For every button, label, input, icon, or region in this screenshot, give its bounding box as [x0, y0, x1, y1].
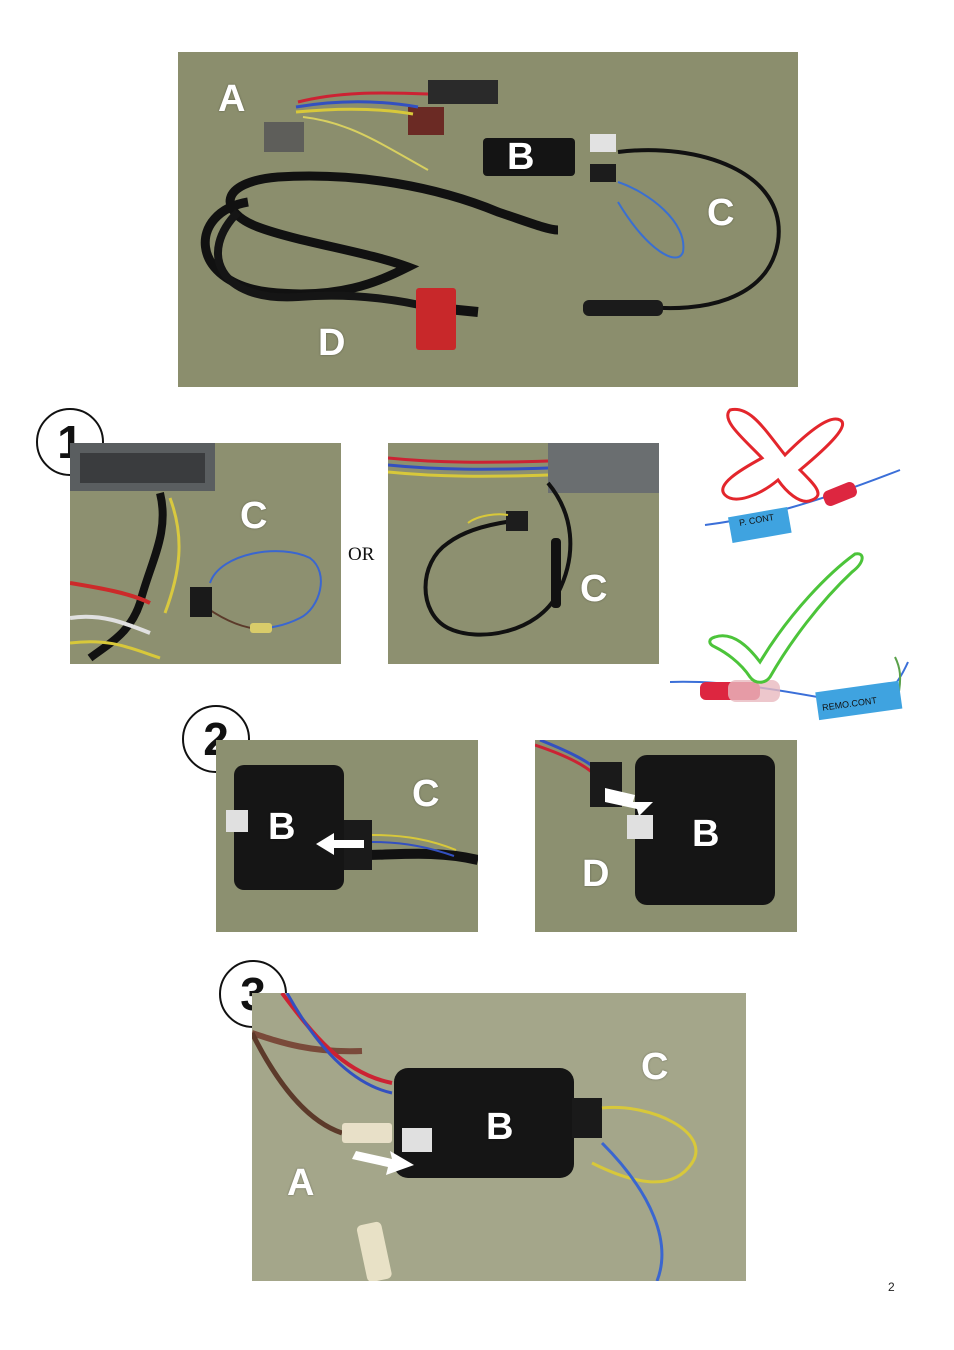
- top-label-a: A: [218, 80, 245, 118]
- top-label-b: B: [507, 138, 534, 176]
- step2-left-label-c: C: [412, 775, 439, 813]
- or-text: OR: [348, 544, 374, 566]
- step3-label-b: B: [486, 1108, 513, 1146]
- step1-left-photo: [70, 443, 341, 664]
- step1-right-label-c: C: [580, 570, 607, 608]
- step2-right-label-d: D: [582, 855, 609, 893]
- top-component-photo: [178, 52, 798, 387]
- top-label-d: D: [318, 324, 345, 362]
- step2-right-photo: [535, 740, 797, 932]
- step2-left-photo: [216, 740, 478, 932]
- step3-label-c: C: [641, 1048, 668, 1086]
- step3-label-a: A: [287, 1164, 314, 1202]
- step2-right-label-b: B: [692, 815, 719, 853]
- step1-left-label-c: C: [240, 497, 267, 535]
- top-label-c: C: [707, 194, 734, 232]
- step1-right-photo: [388, 443, 659, 664]
- wrong-connection-illustration: [700, 400, 910, 550]
- page-number: 2: [888, 1280, 895, 1294]
- step2-left-label-b: B: [268, 808, 295, 846]
